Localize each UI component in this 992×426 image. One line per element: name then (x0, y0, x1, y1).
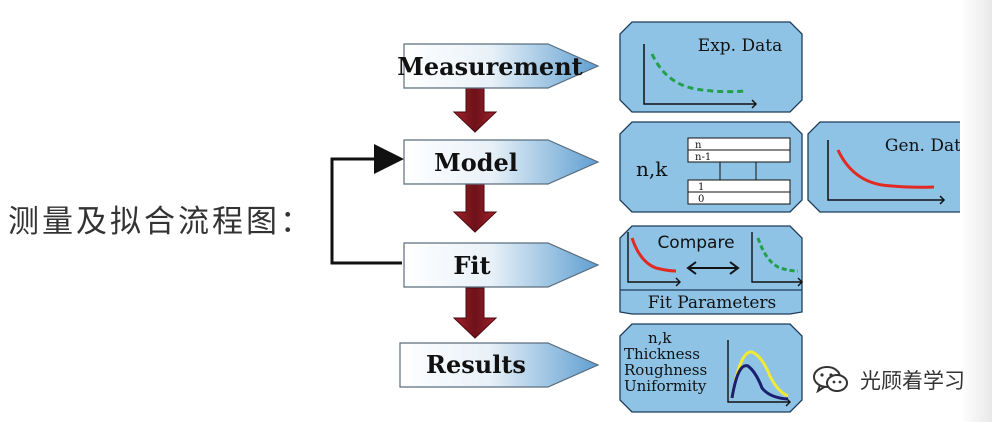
compare-label: Compare (657, 233, 734, 253)
down-arrow-2 (452, 182, 498, 233)
panel-exp-data: Exp. Data (619, 21, 803, 113)
result-navy-curve (730, 364, 789, 401)
compare-exp-curve (756, 237, 799, 273)
step-fit-label: Fit (453, 251, 490, 280)
result-line-1: n,k (648, 329, 672, 347)
model-nk-label: n,k (636, 157, 668, 181)
result-yellow-curve (730, 350, 789, 399)
result-line-4: Uniformity (624, 377, 707, 395)
step-measurement: Measurement (397, 43, 600, 89)
panel-gen-data: Gen. Data (807, 121, 985, 213)
flow-arrows (452, 87, 498, 339)
layer-0-label: 0 (698, 194, 704, 205)
page-title: 测量及拟合流程图： (8, 204, 314, 240)
layer-1-label: 1 (698, 182, 704, 193)
step-fit: Fit (403, 242, 600, 288)
feedback-loop-arrow (330, 144, 404, 265)
step-results-label: Results (426, 350, 526, 379)
panel-results: n,k Thickness Roughness Uniformity (619, 323, 803, 413)
panel-compare: Compare Fit Parameters (619, 225, 803, 315)
panel-model-layers: n,k n n-1 1 0 (619, 121, 803, 213)
exp-data-curve (650, 53, 745, 94)
step-model-label: Model (434, 148, 518, 177)
step-model: Model (403, 139, 600, 185)
gen-data-curve (836, 149, 935, 189)
layer-n-label: n (695, 140, 702, 151)
watermark: 光顾着学习 (812, 360, 965, 400)
step-measurement-label: Measurement (397, 52, 582, 81)
gen-data-label: Gen. Data (885, 136, 971, 156)
step-results: Results (399, 342, 600, 388)
right-edge-shade (960, 0, 992, 422)
result-line-2: Thickness (624, 345, 700, 363)
down-arrow-3 (452, 287, 498, 339)
exp-data-label: Exp. Data (698, 36, 782, 56)
fit-parameters-label: Fit Parameters (648, 293, 776, 313)
watermark-text: 光顾着学习 (860, 369, 965, 393)
wechat-icon (813, 366, 848, 394)
compare-gen-curve (630, 237, 677, 273)
layer-n-minus-1-label: n-1 (695, 152, 711, 163)
down-arrow-1 (452, 87, 498, 133)
result-line-3: Roughness (624, 361, 707, 379)
